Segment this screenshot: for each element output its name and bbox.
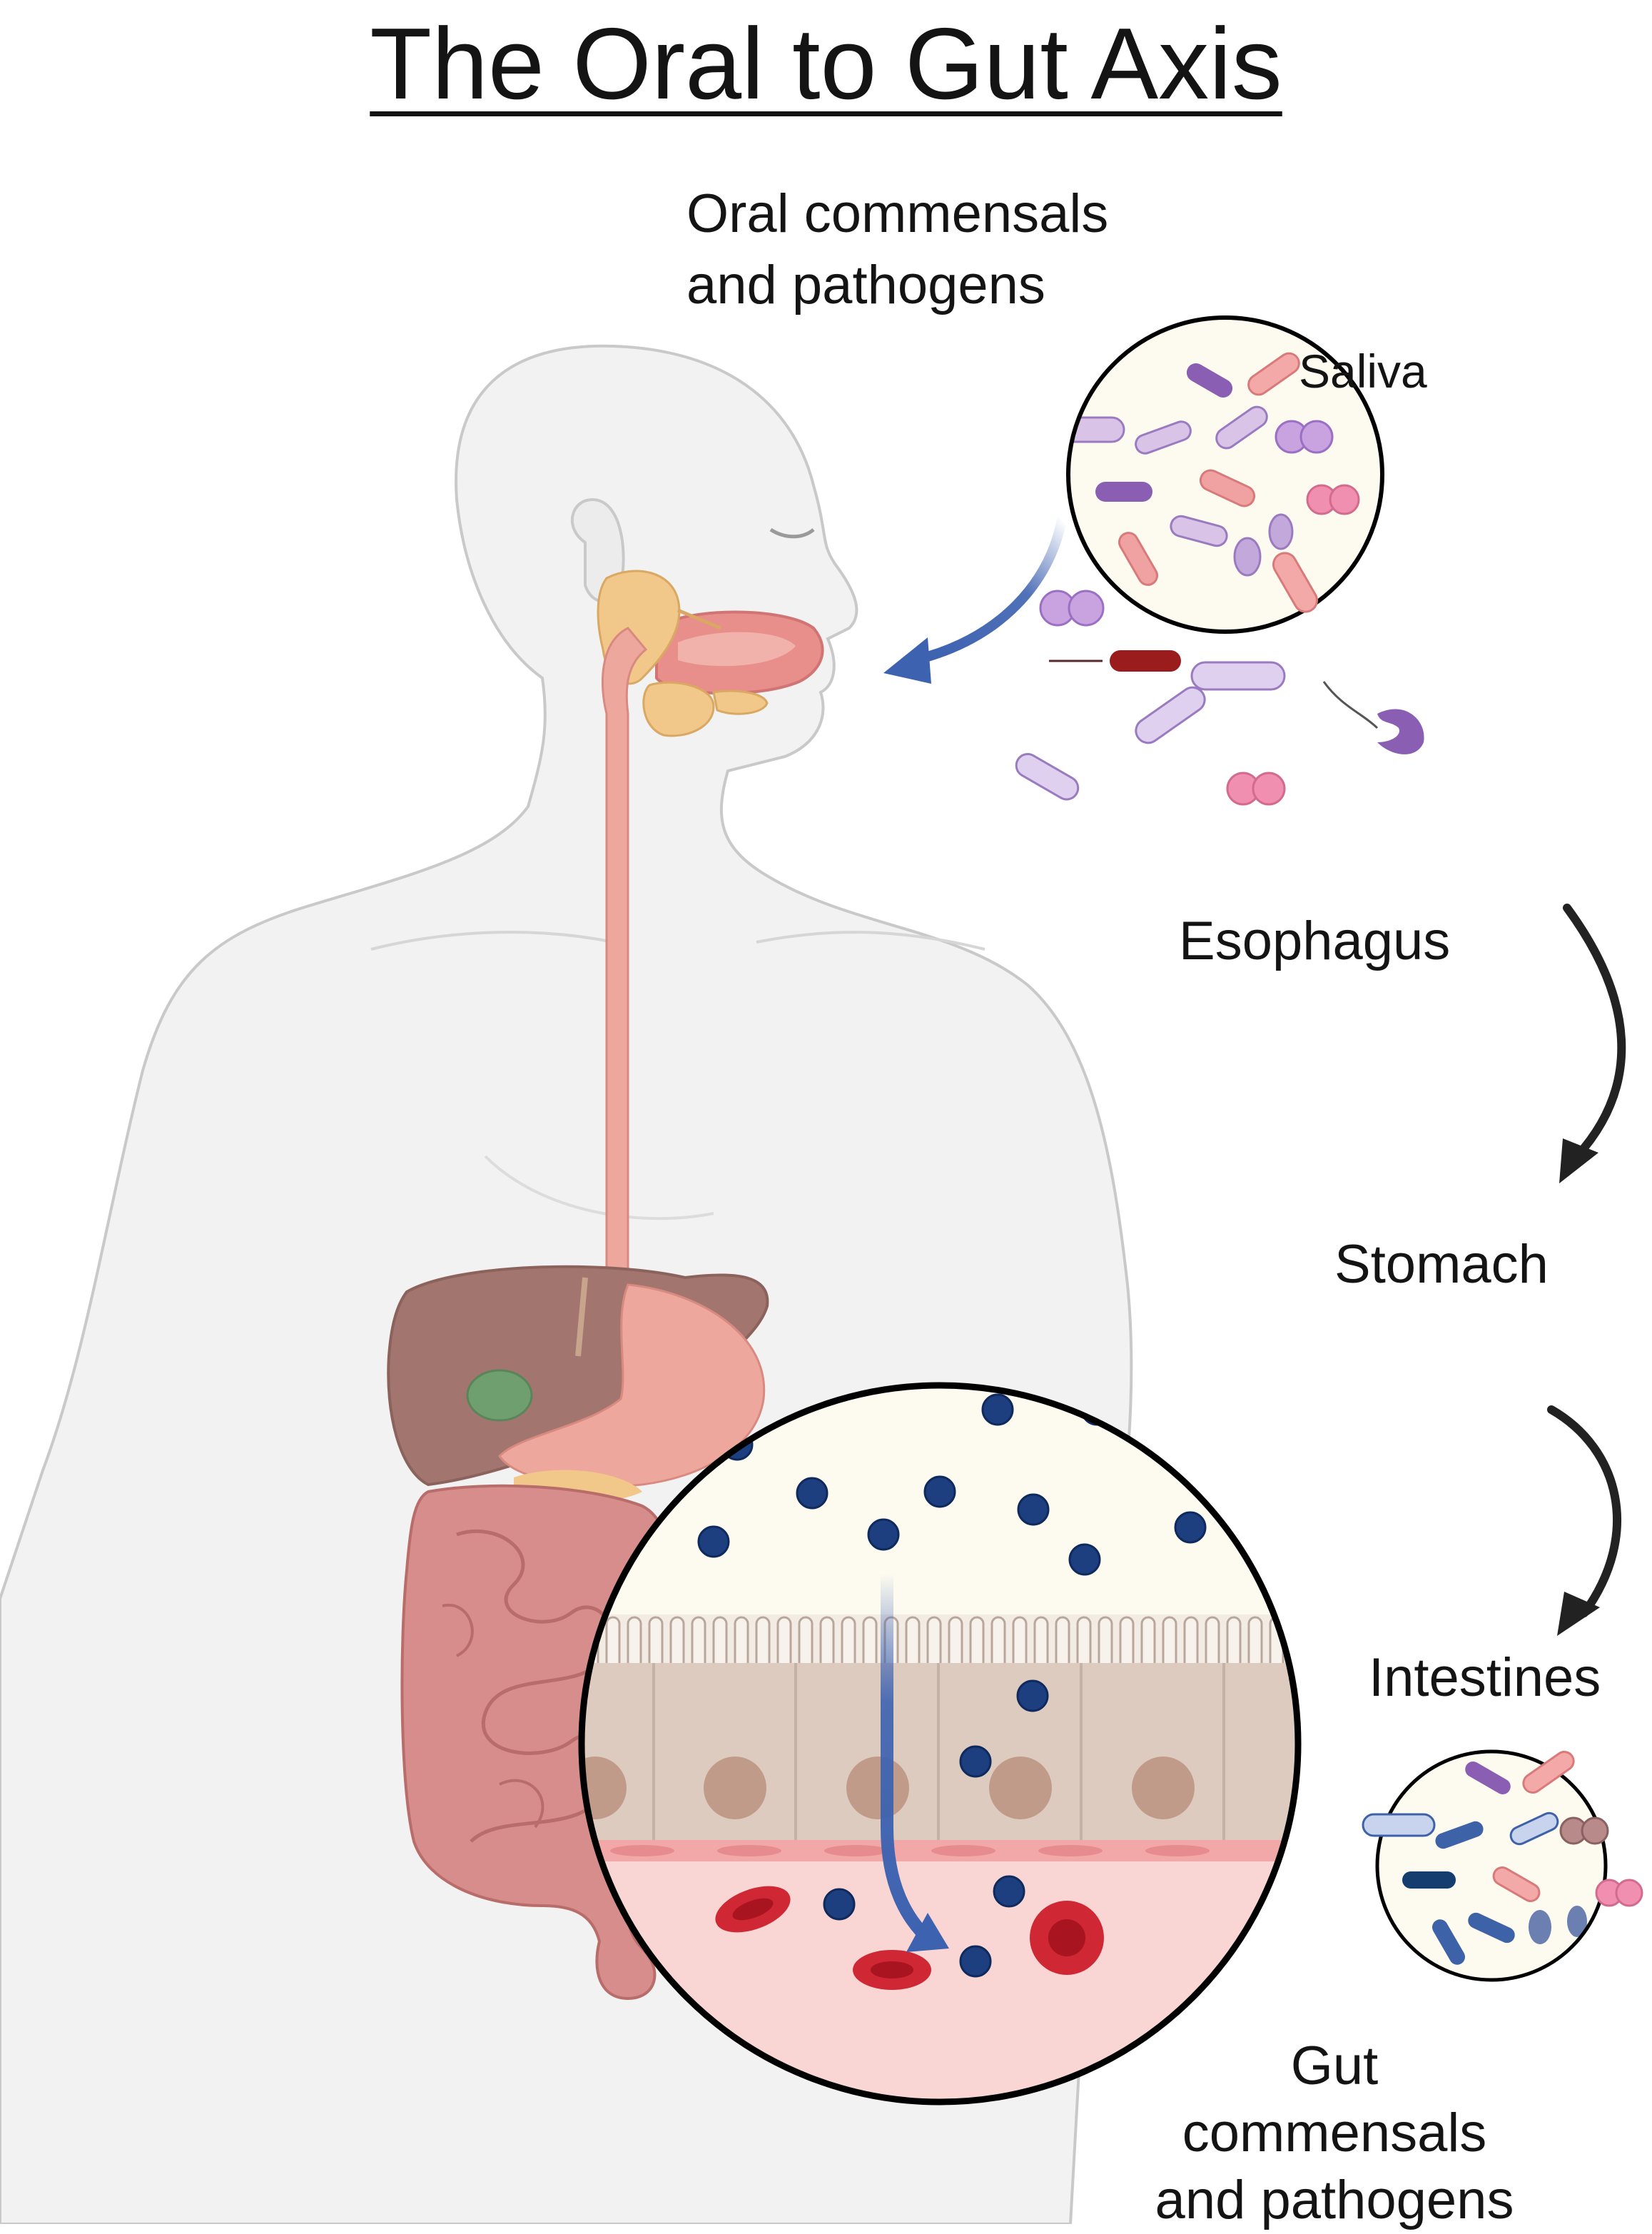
page-title: The Oral to Gut Axis [370,7,1282,121]
gut-edge-bacteria [1362,1751,1643,1907]
saliva-label: Saliva [1299,345,1427,398]
gut-label-line-2: commensals [1182,2103,1487,2163]
oral-label-line-1: Oral commensals [686,183,1109,244]
intestines-label: Intestines [1369,1647,1601,1708]
gut-bacteria-zoom [1362,1749,1643,1982]
gallbladder [466,1369,533,1422]
arrowhead-1 [1559,1138,1598,1183]
endothelial-cells [610,1845,1210,1856]
red-blood-cells [715,1886,1104,1990]
epithelial-layer [582,1663,1298,1840]
zoom-circle-border [578,1382,1302,2106]
arrow-esophagus-to-stomach [1563,904,1626,1161]
arrow-stomach-to-intestines [1547,1405,1622,1617]
oral-microbes-label: Oral commensals and pathogens [686,178,1108,321]
gut-label-line-3: and pathogens [1155,2170,1514,2230]
intestinal-lining-zoom [578,1382,1302,2106]
oral-label-line-2: and pathogens [686,255,1045,315]
arrowhead-2 [1557,1592,1600,1636]
salivary-glands [597,570,769,737]
stomach-label: Stomach [1334,1234,1549,1295]
cell-nuclei [582,1757,1195,1819]
epithelial-cell-borders [652,1663,1225,1840]
saliva-edge-bacteria [1272,420,1360,613]
mouth-cavity [655,610,824,695]
process-arrows [1547,904,1626,1617]
free-oral-bacteria [1015,590,1424,806]
gut-label-line-1: Gut [1290,2036,1379,2096]
saliva-zoom [883,315,1384,684]
saliva-bacteria [1068,352,1300,586]
gut-microbes-label: Gut commensals and pathogens [1113,2033,1556,2234]
gut-bacteria [1402,1762,1587,1965]
esophagus-label: Esophagus [1179,911,1451,971]
